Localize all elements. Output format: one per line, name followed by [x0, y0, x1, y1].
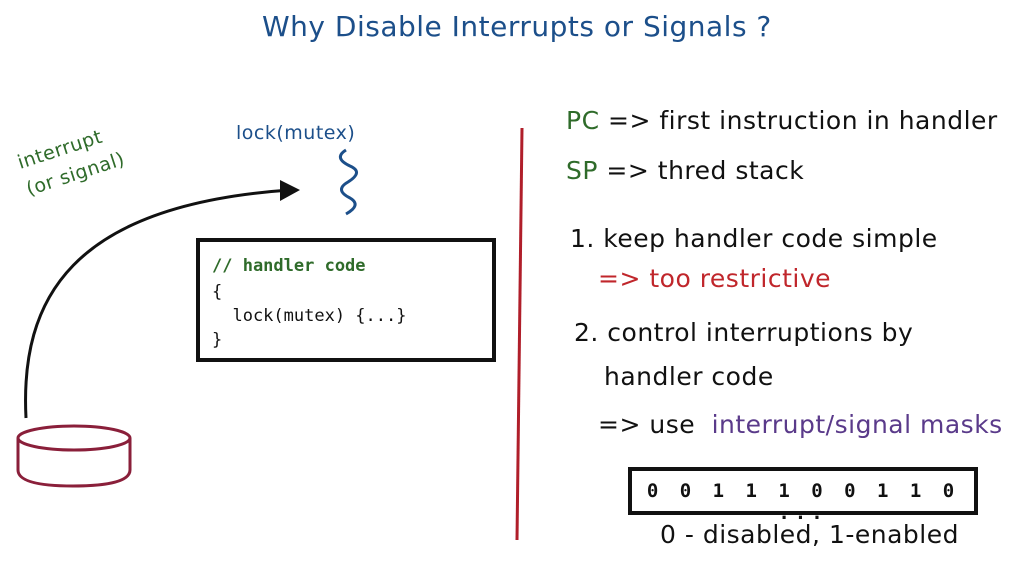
sp-text: thred stack [657, 156, 805, 185]
interrupt-arrow [24, 188, 291, 419]
item2-line2: handler code [604, 362, 774, 391]
code-body: lock(mutex) {...} [212, 306, 407, 326]
mask-legend: 0 - disabled, 1-enabled [660, 520, 959, 549]
use-line: => use interrupt/signal masks [598, 410, 1003, 439]
mask-bits: 0 0 1 1 1 0 0 1 1 0 ... [646, 480, 960, 524]
divider-line [515, 127, 524, 541]
sp-line: SP => thred stack [566, 156, 804, 185]
interrupt-arrowhead [280, 180, 300, 201]
code-close-brace: } [212, 330, 223, 350]
pc-text: first instruction in handler [659, 106, 998, 135]
handler-code-box: // handler code { lock(mutex) {...} } [196, 238, 496, 362]
item1-result: => too restrictive [598, 264, 831, 293]
mask-box: 0 0 1 1 1 0 0 1 1 0 ... [628, 467, 978, 524]
code-open-brace: { [212, 282, 223, 302]
page-title: Why Disable Interrupts or Signals ? [262, 10, 772, 43]
pc-arrow: => [608, 106, 651, 135]
item1: 1. keep handler code simple [570, 224, 938, 253]
masks-text: interrupt/signal masks [711, 410, 1003, 439]
item2-line1: 2. control interruptions by [574, 318, 914, 347]
sp-arrow: => [606, 156, 650, 185]
device-icon [16, 424, 132, 488]
sp-register: SP [566, 156, 598, 185]
lock-squiggle [338, 148, 358, 216]
item1-result-text: too restrictive [649, 264, 832, 293]
code-comment: // handler code [212, 256, 366, 276]
pc-line: PC => first instruction in handler [566, 106, 998, 135]
use-arrow: => [598, 410, 641, 439]
pc-register: PC [566, 106, 600, 135]
item1-arrow: => [598, 264, 641, 293]
lock-label: lock(mutex) [236, 122, 356, 144]
use-text: use [649, 410, 696, 439]
